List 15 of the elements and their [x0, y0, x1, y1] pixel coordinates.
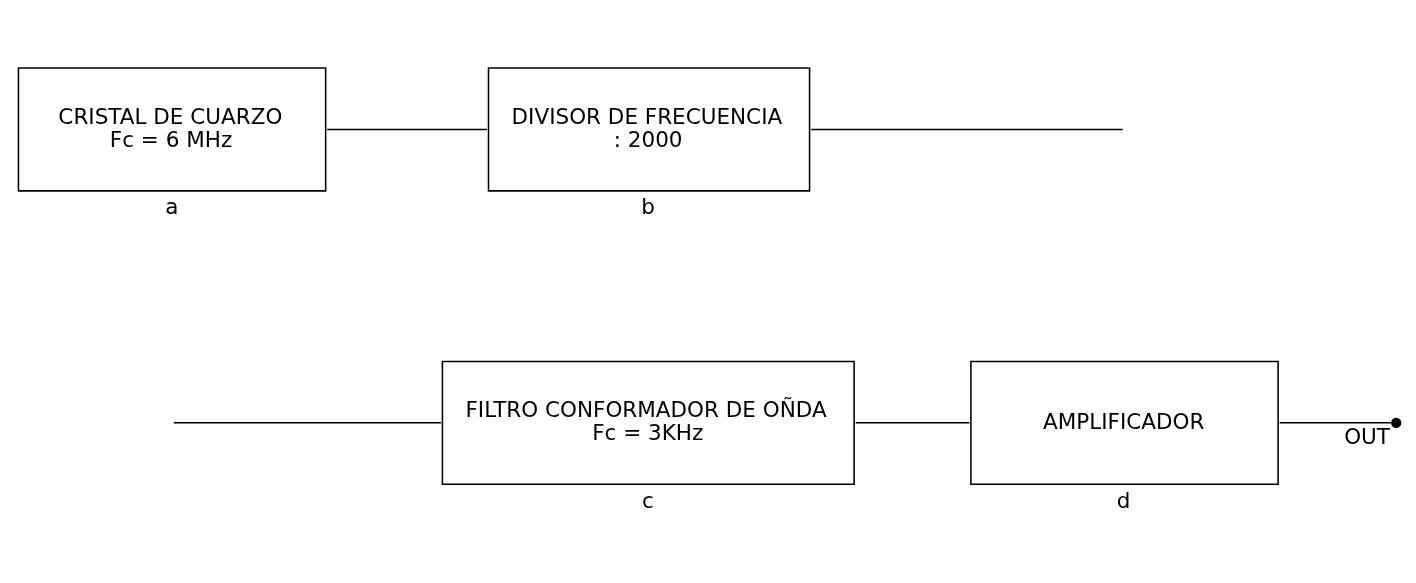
node-label: a [165, 194, 179, 220]
connector [810, 128, 1124, 131]
connector [173, 422, 442, 424]
node-box: DIVISOR DE FRECUENCIA : 2000 [487, 67, 811, 192]
node-label: b [641, 194, 656, 220]
node-circle [1391, 417, 1402, 429]
connector [854, 422, 971, 424]
node-box: CRISTAL DE CUARZO Fc = 6 MHz [17, 67, 327, 192]
connector [1278, 422, 1393, 424]
connector [326, 128, 488, 131]
node-box: AMPLIFICADOR [970, 360, 1279, 486]
node-box: FILTRO CONFORMADOR DE OÑDA Fc = 3KHz [441, 360, 855, 486]
node-label: OUT [1344, 424, 1390, 450]
node-label: d [1116, 487, 1131, 513]
node-label: c [642, 487, 654, 513]
